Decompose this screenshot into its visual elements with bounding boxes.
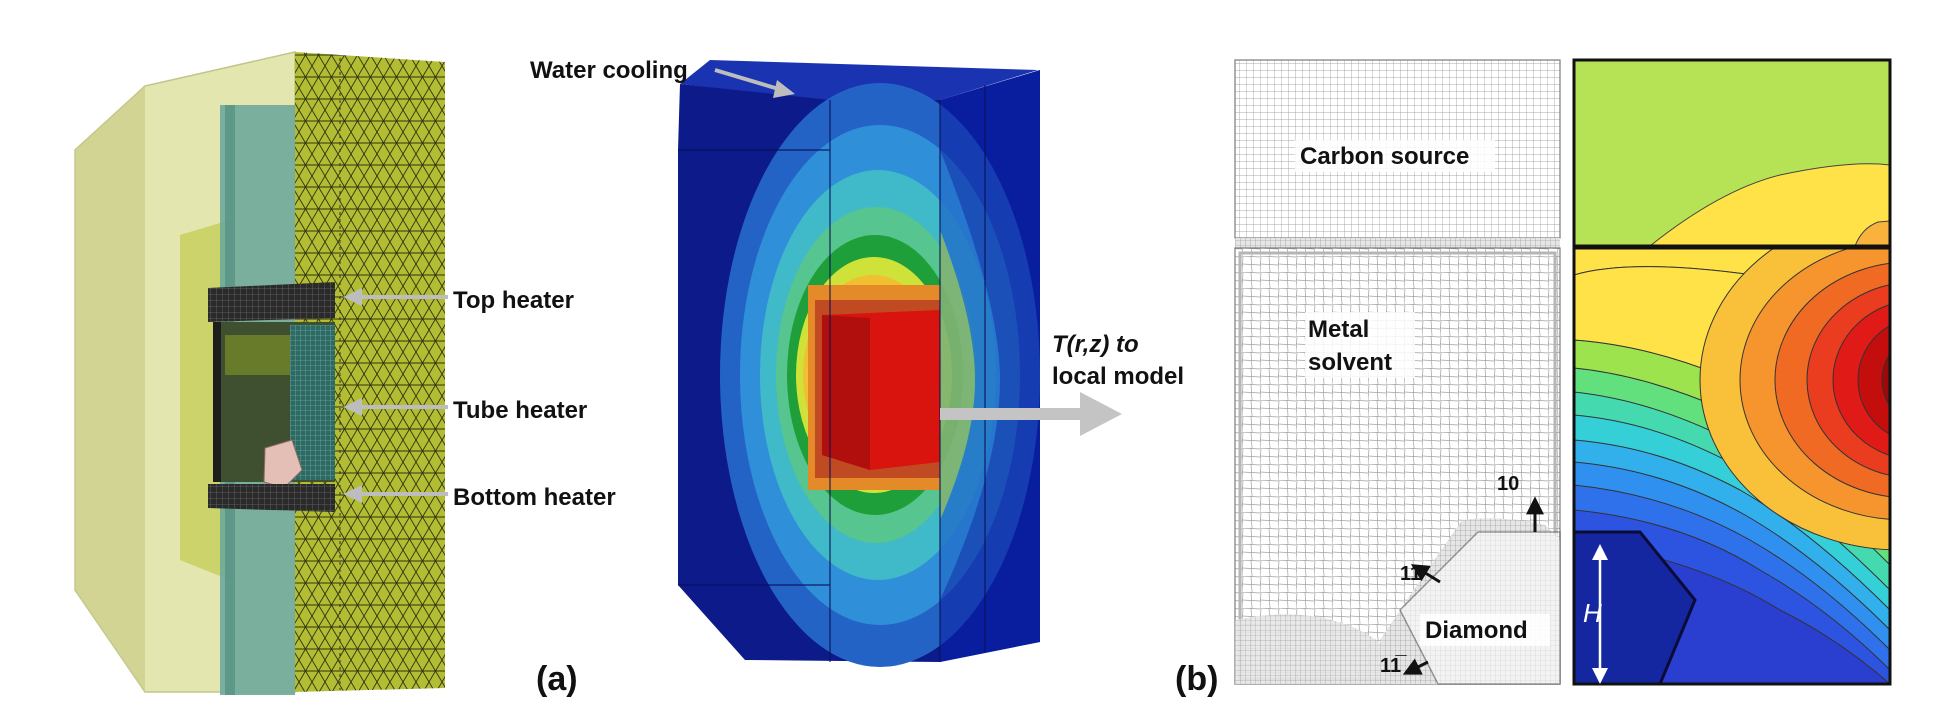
bottom-heater-band (208, 484, 335, 512)
label-transfer-line2: local model (1052, 363, 1184, 390)
label-solvent: solvent (1308, 349, 1392, 376)
temperature-field-model (678, 60, 1040, 667)
label-diamond: Diamond (1425, 617, 1528, 644)
label-top-heater: Top heater (453, 287, 574, 314)
heater-arrows (343, 288, 448, 503)
label-water-cooling: Water cooling (530, 57, 688, 84)
facet-normals (1402, 496, 1544, 675)
label-metal: Metal (1308, 316, 1369, 343)
tube-heater-mesh (290, 325, 335, 480)
label-facet-11: 11 (1400, 563, 1421, 585)
carbon-source-contours (1574, 60, 1890, 246)
panel-tag-b: (b) (1175, 660, 1218, 698)
diamond-seed-shape (263, 439, 303, 489)
label-facet-11bar: 11̅ (1380, 655, 1407, 677)
panel-tag-a: (a) (536, 660, 578, 698)
label-bottom-heater: Bottom heater (453, 484, 616, 511)
metal-solvent-contours (1574, 248, 1890, 684)
label-facet-10: 10 (1497, 473, 1519, 495)
transfer-arrow (940, 392, 1122, 436)
label-carbon-source: Carbon source (1300, 143, 1469, 170)
water-cooling-arrow (714, 68, 795, 98)
height-marker (1592, 544, 1608, 684)
top-heater-band (208, 282, 335, 322)
label-tube-heater: Tube heater (453, 397, 587, 424)
label-height: H (1583, 598, 1602, 628)
cutaway-mesh-model (74, 51, 445, 695)
label-transfer-line1: T(r,z) to (1052, 331, 1139, 358)
